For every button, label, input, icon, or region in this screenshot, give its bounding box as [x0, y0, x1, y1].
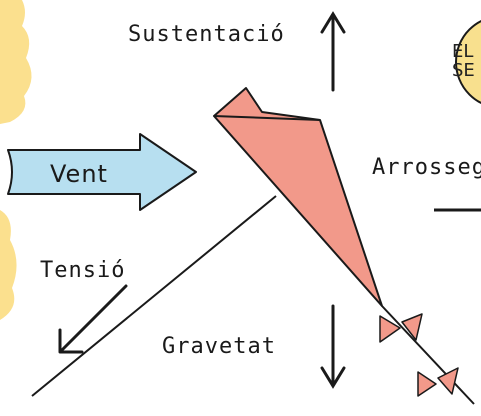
- wind-label: Vent: [50, 160, 108, 188]
- watercolor-blob-bottom: [0, 210, 17, 320]
- tail-bow-lower: [417, 367, 459, 397]
- gravity-arrow: [320, 304, 346, 389]
- tension-arrow: [58, 284, 128, 354]
- watercolor-blob-top: [0, 0, 32, 124]
- kite-spar: [213, 115, 321, 121]
- wind-arrow: [7, 133, 197, 211]
- gravity-label: Gravetat: [162, 334, 276, 359]
- tension-label: Tensió: [40, 258, 126, 283]
- badge-circle: [455, 19, 481, 105]
- tail-bow-upper: [379, 313, 423, 343]
- drag-label: Arrosseg: [372, 155, 481, 180]
- kite-body: [213, 87, 383, 307]
- kite-string: [31, 195, 277, 397]
- lift-label: Sustentació: [128, 22, 285, 47]
- lift-arrow: [320, 11, 346, 92]
- kite-tail-line: [381, 305, 475, 405]
- badge-text: EL SE: [452, 41, 475, 81]
